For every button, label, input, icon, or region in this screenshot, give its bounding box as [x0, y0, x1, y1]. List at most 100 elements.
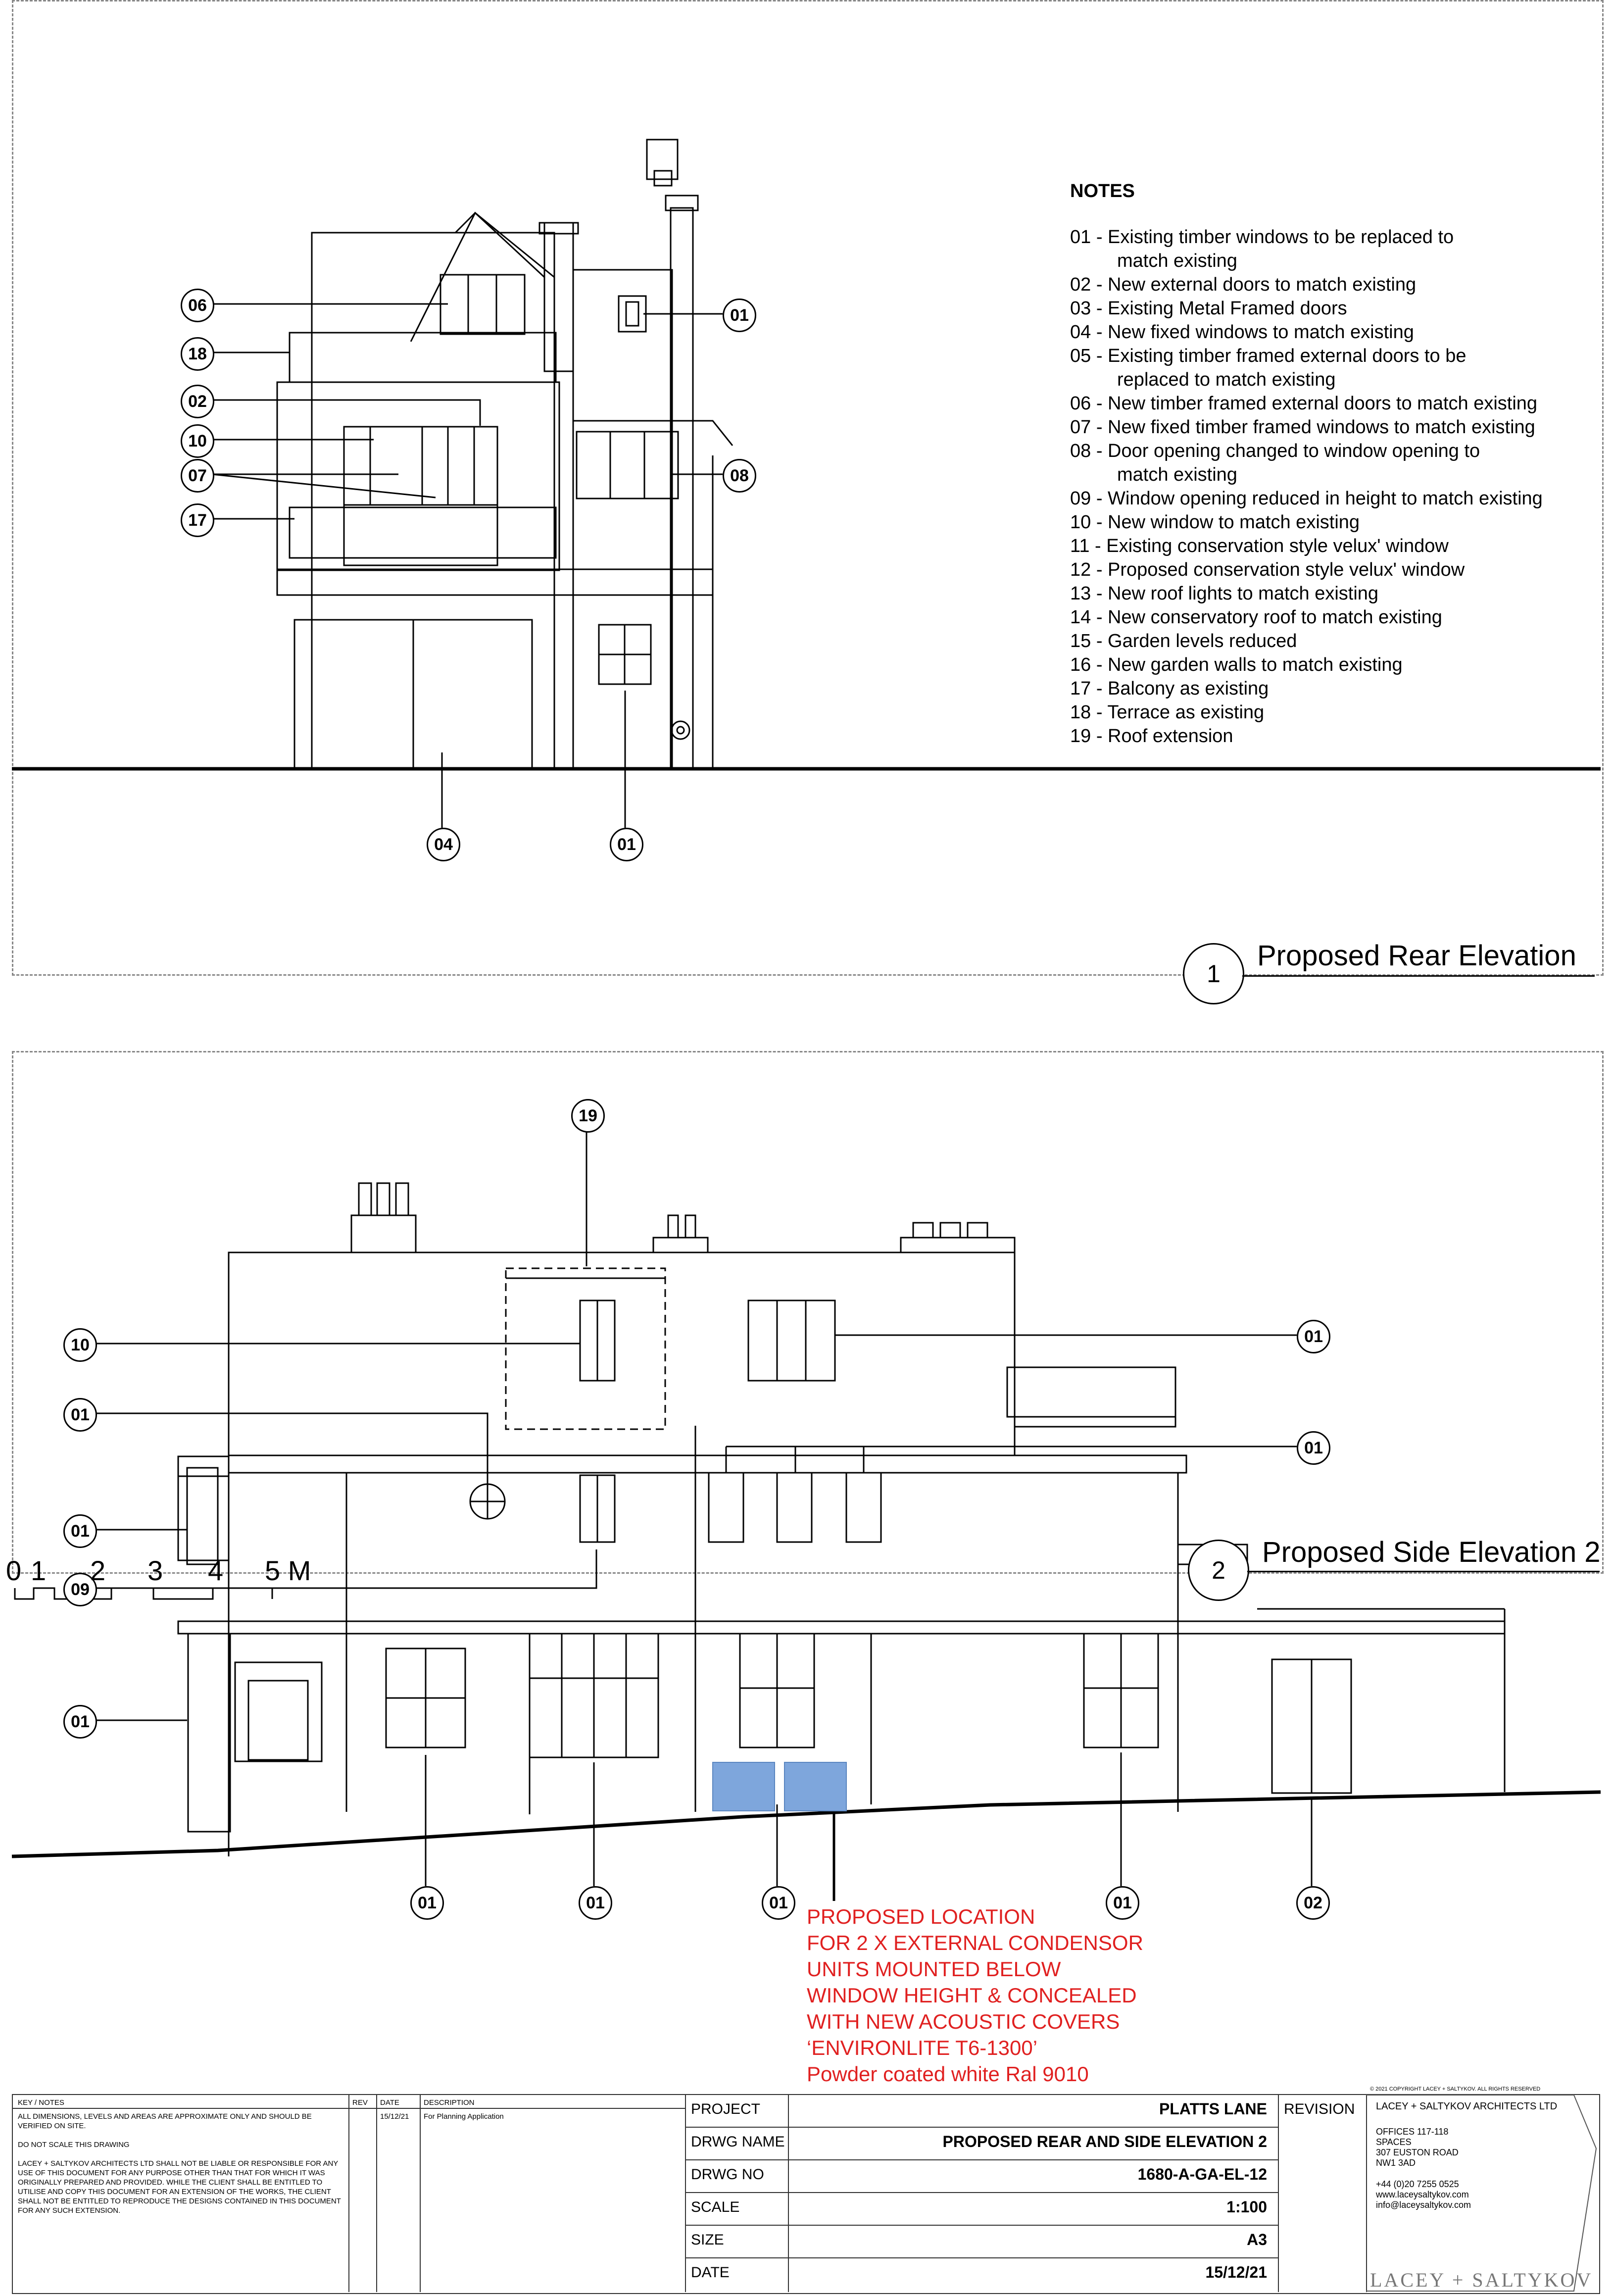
drwg-no-value: 1680-A-GA-EL-12 — [1137, 2165, 1267, 2183]
key-text: ALL DIMENSIONS, LEVELS AND AREAS ARE APP… — [18, 2112, 341, 2215]
date-label: DATE — [691, 2264, 730, 2281]
rev-header-line — [348, 2108, 685, 2109]
info-row-line-5 — [685, 2257, 1278, 2258]
note-16: 16 - New garden walls to match existing — [1070, 654, 1403, 675]
note-12: 12 - Proposed conservation style velux' … — [1070, 559, 1465, 580]
scale-label-2: 2 — [90, 1555, 106, 1586]
note-03: 03 - Existing Metal Framed doors — [1070, 298, 1347, 319]
firm-address: OFFICES 117-118 SPACES 307 EUSTON ROAD N… — [1376, 2127, 1459, 2168]
key-heading: KEY / NOTES — [18, 2098, 64, 2107]
side-view-number: 2 — [1188, 1540, 1249, 1601]
firm-name: LACEY + SALTYKOV ARCHITECTS LTD — [1376, 2101, 1558, 2112]
firm-logo: LACEY + SALTYKOV — [1370, 2269, 1593, 2291]
key-divider — [12, 2108, 348, 2109]
rear-tag-02: 02 — [181, 385, 214, 418]
rev-row-date: 15/12/21 — [380, 2112, 409, 2121]
side-tag-01-g1: 01 — [410, 1886, 444, 1920]
drwg-name-value: PROPOSED REAR AND SIDE ELEVATION 2 — [942, 2133, 1268, 2150]
rear-tag-07: 07 — [181, 459, 214, 493]
rev-table — [348, 2094, 686, 2292]
rear-tag-06: 06 — [181, 289, 214, 322]
info-row-line-4 — [685, 2225, 1278, 2226]
rear-tag-08: 08 — [723, 459, 756, 493]
condenser-location-note: PROPOSED LOCATION FOR 2 X EXTERNAL CONDE… — [807, 1905, 1143, 2086]
note-17: 17 - Balcony as existing — [1070, 678, 1269, 699]
side-tag-01-round: 01 — [63, 1398, 97, 1432]
rear-tag-17: 17 — [181, 503, 214, 537]
rev-desc-heading: DESCRIPTION — [424, 2098, 475, 2107]
size-label: SIZE — [691, 2232, 724, 2248]
note-09: 09 - Window opening reduced in height to… — [1070, 488, 1543, 509]
side-tag-01-first: 01 — [1297, 1431, 1330, 1465]
note-11: 11 - Existing conservation style velux' … — [1070, 536, 1449, 556]
notes-title: NOTES — [1070, 181, 1135, 201]
rear-tag-01-ground: 01 — [610, 828, 643, 861]
note-01: 01 - Existing timber windows to be repla… — [1070, 227, 1454, 271]
notes-list: 01 - Existing timber windows to be repla… — [1070, 225, 1595, 748]
firm-arrow-outline — [1366, 2095, 1597, 2292]
rev-col-line-2 — [420, 2094, 421, 2292]
rear-tag-04: 04 — [427, 828, 460, 861]
scale-label-5m: 5 M — [265, 1555, 311, 1586]
rev-row-desc: For Planning Application — [424, 2112, 504, 2121]
rear-tag-18: 18 — [181, 337, 214, 371]
side-tag-02: 02 — [1296, 1886, 1330, 1920]
note-05: 05 - Existing timber framed external doo… — [1070, 346, 1466, 390]
note-10: 10 - New window to match existing — [1070, 512, 1360, 533]
note-18: 18 - Terrace as existing — [1070, 702, 1265, 723]
info-col-line — [788, 2094, 789, 2292]
side-elevation-frame — [12, 1051, 1604, 1574]
rev-col-line-1 — [376, 2094, 377, 2292]
rear-tag-01-window: 01 — [723, 299, 756, 332]
side-tag-01-bay-upper: 01 — [63, 1514, 97, 1548]
note-02: 02 - New external doors to match existin… — [1070, 274, 1417, 295]
rev-date-heading: DATE — [380, 2098, 399, 2107]
scale-value: 1:100 — [1226, 2198, 1267, 2216]
info-row-line-1 — [685, 2127, 1278, 2128]
rear-view-title: Proposed Rear Elevation — [1257, 940, 1576, 972]
copyright-text: © 2021 COPYRIGHT LACEY + SALTYKOV. ALL R… — [1370, 2086, 1541, 2092]
project-label: PROJECT — [691, 2101, 761, 2117]
note-14: 14 - New conservatory roof to match exis… — [1070, 607, 1442, 628]
note-06: 06 - New timber framed external doors to… — [1070, 393, 1538, 414]
size-value: A3 — [1247, 2231, 1267, 2248]
note-04: 04 - New fixed windows to match existing — [1070, 322, 1414, 343]
note-07: 07 - New fixed timber framed windows to … — [1070, 417, 1535, 438]
revision-right-line — [1366, 2094, 1367, 2292]
side-tag-09: 09 — [63, 1573, 97, 1606]
side-tag-10: 10 — [63, 1328, 97, 1362]
scale-label-4: 4 — [208, 1555, 224, 1586]
project-value: PLATTS LANE — [1159, 2100, 1267, 2118]
note-13: 13 - New roof lights to match existing — [1070, 583, 1379, 604]
firm-contact: +44 (0)20 7255 0525 www.laceysaltykov.co… — [1376, 2179, 1471, 2210]
rear-view-number: 1 — [1183, 943, 1244, 1004]
side-tag-01-g3: 01 — [762, 1886, 795, 1920]
side-view-title: Proposed Side Elevation 2 — [1262, 1536, 1601, 1568]
side-tag-01-dormer: 01 — [1297, 1320, 1330, 1353]
scale-label-1: 1 — [31, 1555, 47, 1586]
rear-tag-10: 10 — [181, 424, 214, 458]
scale-label: SCALE — [691, 2199, 740, 2215]
info-row-line-2 — [685, 2159, 1278, 2160]
side-tag-19: 19 — [571, 1099, 605, 1133]
info-row-line-3 — [685, 2192, 1278, 2193]
scale-label-3: 3 — [147, 1555, 163, 1586]
rev-col-line-3 — [685, 2094, 686, 2292]
drwg-no-label: DRWG NO — [691, 2166, 764, 2183]
side-tag-01-bay-lower: 01 — [63, 1705, 97, 1739]
side-tag-01-g4: 01 — [1106, 1886, 1139, 1920]
title-block — [12, 2094, 1600, 2294]
note-19: 19 - Roof extension — [1070, 726, 1233, 747]
scale-label-0: 0 — [6, 1555, 22, 1586]
rev-heading: REV — [352, 2098, 368, 2107]
side-tag-01-g2: 01 — [579, 1886, 612, 1920]
rear-title-underline — [1242, 975, 1595, 977]
rear-elevation-frame — [12, 0, 1604, 976]
date-value: 15/12/21 — [1205, 2263, 1267, 2281]
side-title-underline — [1247, 1571, 1600, 1572]
drwg-name-label: DRWG NAME — [691, 2134, 785, 2150]
note-08: 08 - Door opening changed to window open… — [1070, 441, 1480, 485]
info-right-line — [1278, 2094, 1279, 2292]
note-15: 15 - Garden levels reduced — [1070, 631, 1297, 651]
